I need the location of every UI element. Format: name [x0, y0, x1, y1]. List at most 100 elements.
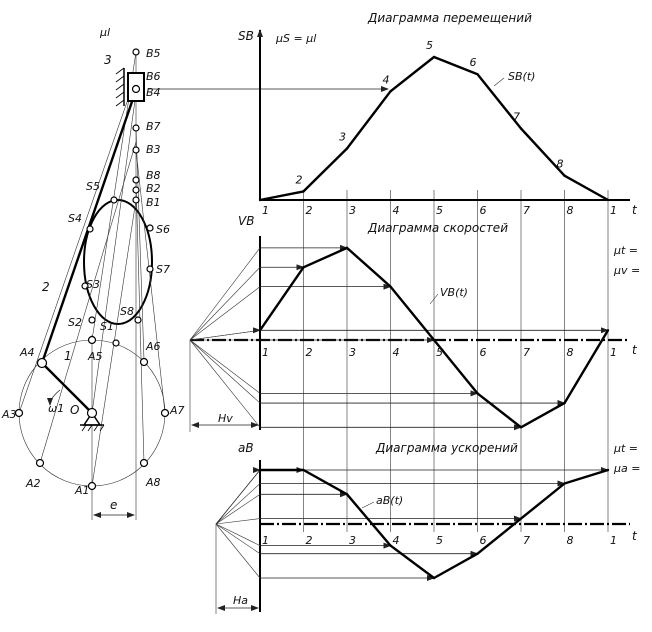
data-point — [519, 426, 523, 429]
tick-label: 6 — [480, 204, 487, 217]
curve-point-label: 8 — [557, 158, 564, 171]
label-b1: B1 — [146, 196, 161, 209]
velocity-ray — [189, 286, 261, 341]
slider-hatch — [115, 67, 125, 107]
velocity-ray — [189, 330, 261, 341]
tick-label: 7 — [523, 534, 530, 547]
data-point — [606, 198, 610, 202]
data-point — [258, 198, 262, 202]
origin-label: O — [70, 403, 79, 417]
acceleration-ray — [215, 523, 261, 546]
curve-point-label: 3 — [339, 131, 346, 144]
label-b6: B6 — [146, 70, 161, 83]
label-b2: B2 — [146, 182, 161, 195]
data-point — [563, 174, 566, 177]
data-point — [345, 493, 349, 496]
data-point — [389, 90, 392, 93]
tick-label: 8 — [567, 204, 574, 217]
data-point — [606, 468, 610, 472]
acceleration-ray — [215, 523, 261, 554]
axis-label-ab: aB — [238, 441, 254, 455]
tick-label: 4 — [393, 204, 400, 217]
pole-rays — [189, 244, 609, 581]
t-label-3: t — [632, 529, 638, 543]
label-a2: A2 — [25, 477, 41, 490]
t-label-2: t — [632, 343, 638, 357]
mechanism: μl 3 2 1 ω1 O e A1 A2 A3 A4 A5 A6 A7 A8 … — [1, 26, 185, 520]
omega-label: ω1 — [48, 402, 64, 415]
velocity-ray — [189, 339, 261, 428]
tick-label: 8 — [567, 534, 574, 547]
velocity-ray — [189, 339, 261, 404]
data-point — [302, 468, 305, 472]
label-s5: S5 — [86, 180, 100, 193]
title-velocity: Диаграмма скоростей — [367, 221, 508, 235]
label-s8: S8 — [120, 305, 134, 318]
data-point — [258, 329, 262, 332]
tick-label: 6 — [480, 346, 487, 359]
data-point — [563, 401, 566, 405]
tick-label: 2 — [306, 346, 313, 359]
data-point — [302, 190, 305, 193]
velocity-ray — [189, 247, 261, 341]
tick-label: 7 — [523, 346, 530, 359]
data-point — [476, 392, 479, 395]
tick-label: 5 — [436, 204, 443, 217]
label-b3: B3 — [146, 143, 161, 156]
offset-label: e — [110, 498, 117, 512]
acceleration-ray — [215, 518, 261, 525]
tick-label: 5 — [436, 534, 443, 547]
label-a7: A7 — [169, 404, 185, 417]
joints — [14, 48, 170, 491]
data-point — [563, 482, 566, 485]
label-b4: B4 — [146, 86, 161, 99]
label-s2: S2 — [68, 316, 82, 329]
title-acceleration: Диаграмма ускорений — [375, 441, 518, 455]
tick-label: 1 — [262, 534, 269, 547]
curve-point-label: 7 — [513, 111, 520, 124]
curve-label-a: aB(t) — [376, 494, 403, 507]
coupler-curve — [83, 199, 153, 325]
velocity-ray — [189, 267, 261, 341]
ha-label: Ha — [233, 594, 248, 607]
label-s3: S3 — [86, 278, 100, 291]
velocity-ray — [189, 339, 261, 394]
tick-label: 1 — [610, 204, 617, 217]
pivot-hatch — [81, 424, 105, 432]
data-point — [389, 544, 392, 547]
data-point — [345, 246, 349, 250]
data-point — [606, 329, 610, 332]
data-point — [432, 338, 436, 342]
mu-t-label-1: μt = — [613, 244, 638, 257]
acceleration-ray — [215, 483, 261, 525]
data-point — [476, 72, 479, 76]
curve-label-s: SB(t) — [508, 70, 535, 83]
mu-a-label: μa = — [613, 462, 640, 475]
t-label-1: t — [632, 203, 638, 217]
label-a4: A4 — [19, 346, 35, 359]
mu-s-label: μS = μl — [275, 32, 316, 45]
data-point — [389, 285, 392, 288]
label-a1: A1 — [74, 484, 90, 497]
tick-label: 7 — [523, 204, 530, 217]
label-b8: B8 — [146, 169, 161, 182]
label-b5: B5 — [146, 47, 161, 60]
data-point — [519, 127, 523, 130]
label-a3: A3 — [1, 408, 17, 421]
tick-label: 2 — [306, 534, 313, 547]
mu-v-label: μv = — [613, 264, 640, 277]
curve-point-label: 2 — [296, 173, 303, 186]
omega-arrow — [47, 389, 61, 406]
label-s4: S4 — [68, 212, 82, 225]
tick-label: 1 — [262, 204, 269, 217]
tick-label: 3 — [349, 204, 356, 217]
link-2-label: 2 — [42, 280, 50, 294]
data-point — [302, 266, 305, 269]
label-a5: A5 — [87, 350, 103, 363]
axis-label-sb: SB — [238, 29, 254, 43]
curve-point-label: 4 — [383, 73, 390, 86]
